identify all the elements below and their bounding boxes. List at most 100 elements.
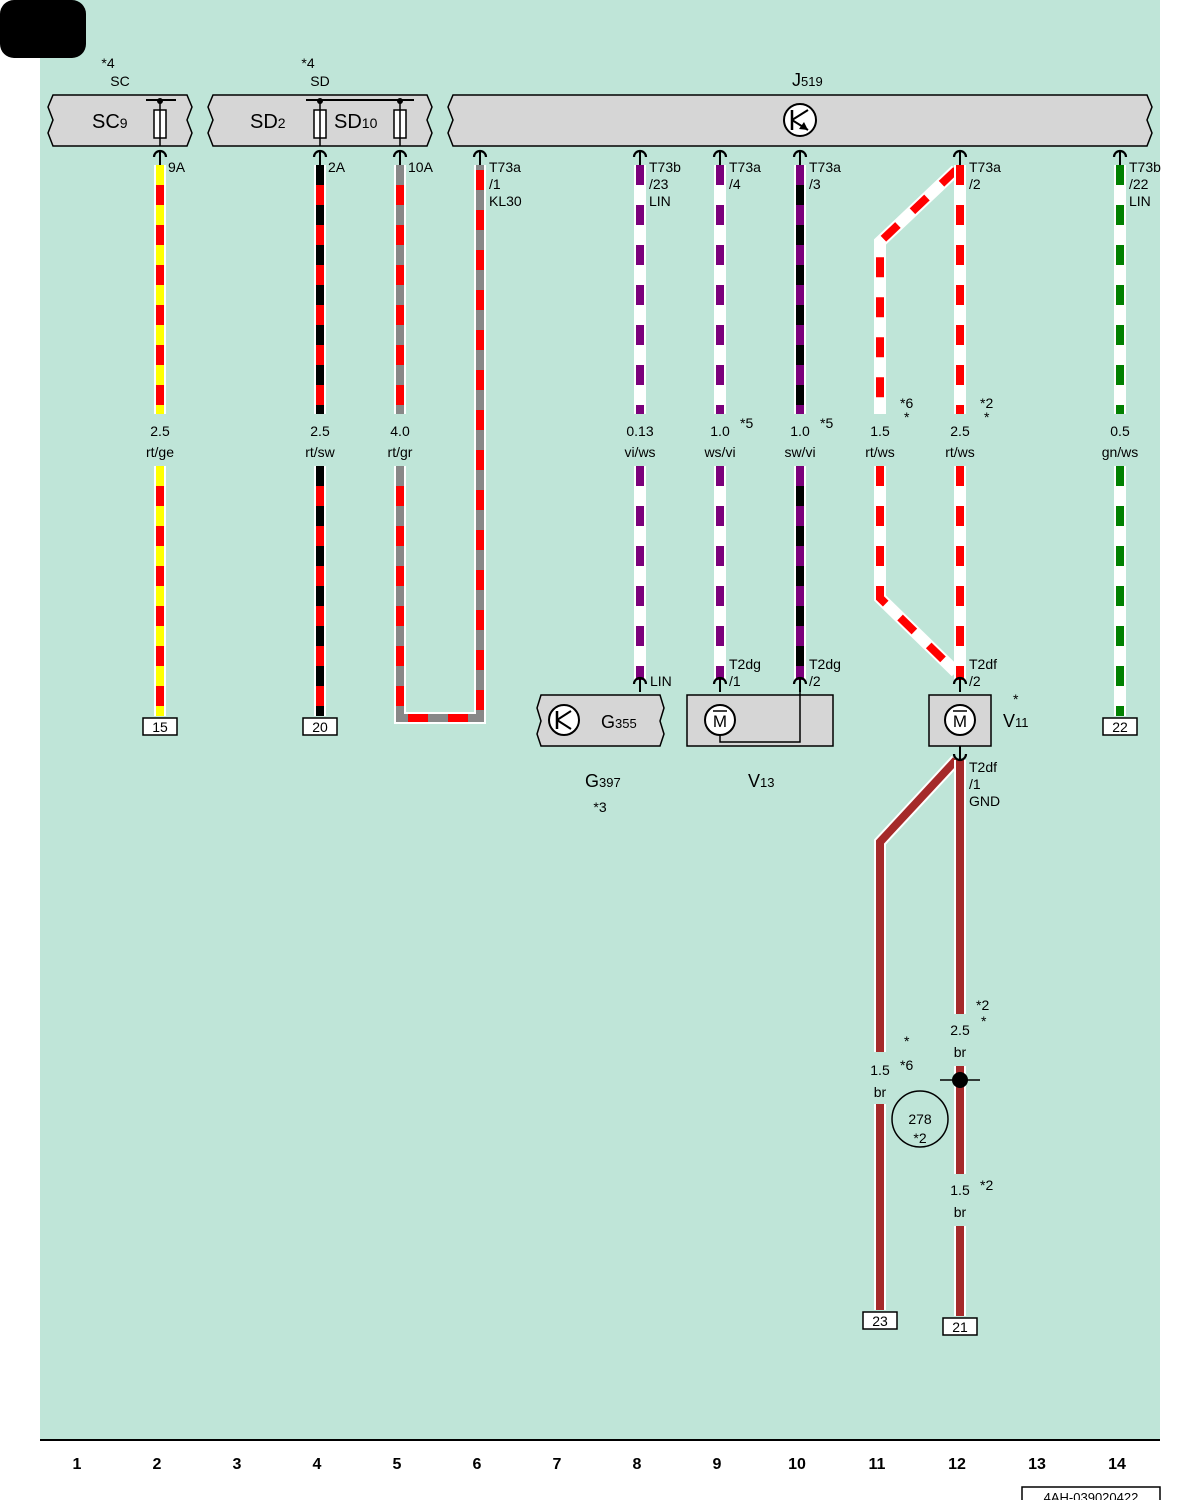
splice-278-circle <box>891 1090 949 1148</box>
svg-text:1.5: 1.5 <box>870 423 890 439</box>
svg-text:vi/ws: vi/ws <box>624 444 655 460</box>
g355-sensor-icon <box>548 704 580 736</box>
svg-text:br: br <box>954 1204 967 1220</box>
fuse-sc9-icon <box>146 98 176 146</box>
g355-pin-lin: LIN <box>650 673 672 689</box>
fuse-sd10-label: SD10 <box>334 111 378 133</box>
ground-label-col11: 1.5 br * *6 <box>870 1033 913 1100</box>
column-number: 3 <box>233 1456 242 1473</box>
column-number: 9 <box>713 1456 722 1473</box>
wire-col11-upper <box>874 165 961 414</box>
sd-note: *4 <box>301 55 314 71</box>
svg-text:br: br <box>954 1044 967 1060</box>
pin-10a: 10A <box>408 159 434 175</box>
ground-label-col12-upper: 2.5 br *2 * <box>950 997 989 1060</box>
svg-text:21: 21 <box>952 1319 968 1335</box>
svg-text:0.5: 0.5 <box>1110 423 1130 439</box>
wire-label-col12: 2.5 rt/ws *2 * <box>945 395 993 460</box>
wire-label-col2: 2.5 rt/ge <box>146 423 174 460</box>
column-number: 14 <box>1108 1456 1126 1473</box>
sc-note: *4 <box>101 55 114 71</box>
svg-text:1.5: 1.5 <box>950 1182 970 1198</box>
fuse-sd2-icon <box>306 98 414 146</box>
svg-text:*2: *2 <box>980 395 993 411</box>
svg-text:br: br <box>874 1084 887 1100</box>
wire-col5-loop <box>394 165 486 724</box>
column-number: 12 <box>948 1456 966 1473</box>
svg-text:2.5: 2.5 <box>950 1022 970 1038</box>
v11-label: V11 <box>1003 711 1029 731</box>
terminal-15: 15 <box>142 717 178 736</box>
wire-label-col14: 0.5 gn/ws <box>1102 423 1139 460</box>
svg-text:sw/vi: sw/vi <box>784 444 815 460</box>
svg-text:*: * <box>981 1013 987 1029</box>
svg-text:20: 20 <box>312 719 328 735</box>
v13-internal-wire <box>719 690 801 743</box>
wire-col11-lower <box>874 466 961 677</box>
v13-motor-symbol: M <box>713 712 727 731</box>
v13-label: V13 <box>748 771 774 791</box>
svg-text:gn/ws: gn/ws <box>1102 444 1139 460</box>
svg-text:*5: *5 <box>740 415 753 431</box>
svg-text:2.5: 2.5 <box>150 423 170 439</box>
v11-note: * <box>1013 691 1019 707</box>
svg-text:1.0: 1.0 <box>790 423 810 439</box>
page-tag <box>0 0 86 58</box>
terminal-22: 22 <box>1102 717 1138 736</box>
svg-text:rt/gr: rt/gr <box>388 444 413 460</box>
wire-label-col4: 2.5 rt/sw <box>305 423 335 460</box>
wire-label-col5: 4.0 rt/gr <box>388 423 413 460</box>
svg-text:*: * <box>904 1033 910 1049</box>
pin-t2dg-1: T2dg/1 <box>729 656 761 689</box>
splice-node <box>940 1072 980 1088</box>
wire-label-col11: 1.5 rt/ws *6 * <box>865 395 913 460</box>
pin-t73a-3: T73a/3 <box>809 159 841 192</box>
j519-electronics-icon <box>783 103 817 137</box>
motor-v13 <box>686 694 834 747</box>
ground-label-col12-lower: 1.5 br *2 <box>950 1177 993 1220</box>
svg-text:2.5: 2.5 <box>950 423 970 439</box>
sd-fuse-box-name: SD <box>310 73 329 89</box>
svg-text:0.13: 0.13 <box>626 423 653 439</box>
svg-text:ws/vi: ws/vi <box>703 444 735 460</box>
fuse-sc9-label: SC9 <box>92 111 128 133</box>
svg-text:*2: *2 <box>980 1177 993 1193</box>
wire-label-col9: 1.0 ws/vi *5 <box>703 415 753 460</box>
doc-id-box <box>1021 1486 1161 1500</box>
column-number: 2 <box>153 1456 162 1473</box>
j519-label: J519 <box>792 70 823 90</box>
wire-label-col10: 1.0 sw/vi *5 <box>784 415 833 460</box>
pin-t73a-2: T73a/2 <box>969 159 1001 192</box>
svg-text:*2: *2 <box>976 997 989 1013</box>
svg-text:*5: *5 <box>820 415 833 431</box>
sc-fuse-box-name: SC <box>110 73 129 89</box>
svg-text:15: 15 <box>152 719 168 735</box>
terminal-23: 23 <box>862 1311 898 1330</box>
svg-text:rt/sw: rt/sw <box>305 444 335 460</box>
fuse-sd10-icon <box>393 98 407 146</box>
terminal-21: 21 <box>942 1317 978 1336</box>
svg-text:rt/ws: rt/ws <box>865 444 895 460</box>
column-number: 8 <box>633 1456 642 1473</box>
svg-text:*: * <box>904 409 910 425</box>
column-number: 4 <box>313 1456 322 1473</box>
svg-text:2.5: 2.5 <box>310 423 330 439</box>
fuse-sd2-label: SD2 <box>250 111 286 133</box>
ground-col11-upper <box>874 755 961 1052</box>
column-number: 1 <box>73 1456 82 1473</box>
svg-text:4.0: 4.0 <box>390 423 410 439</box>
svg-text:rt/ge: rt/ge <box>146 444 174 460</box>
g397-label: G397 <box>585 771 621 791</box>
doc-id: 4AH-039020422 <box>1044 1490 1139 1500</box>
svg-text:*: * <box>984 409 990 425</box>
g397-note: *3 <box>593 799 606 815</box>
column-number: 10 <box>788 1456 806 1473</box>
motor-v11 <box>928 694 992 747</box>
wire-label-col8: 0.13 vi/ws <box>624 423 655 460</box>
column-number: 13 <box>1028 1456 1046 1473</box>
